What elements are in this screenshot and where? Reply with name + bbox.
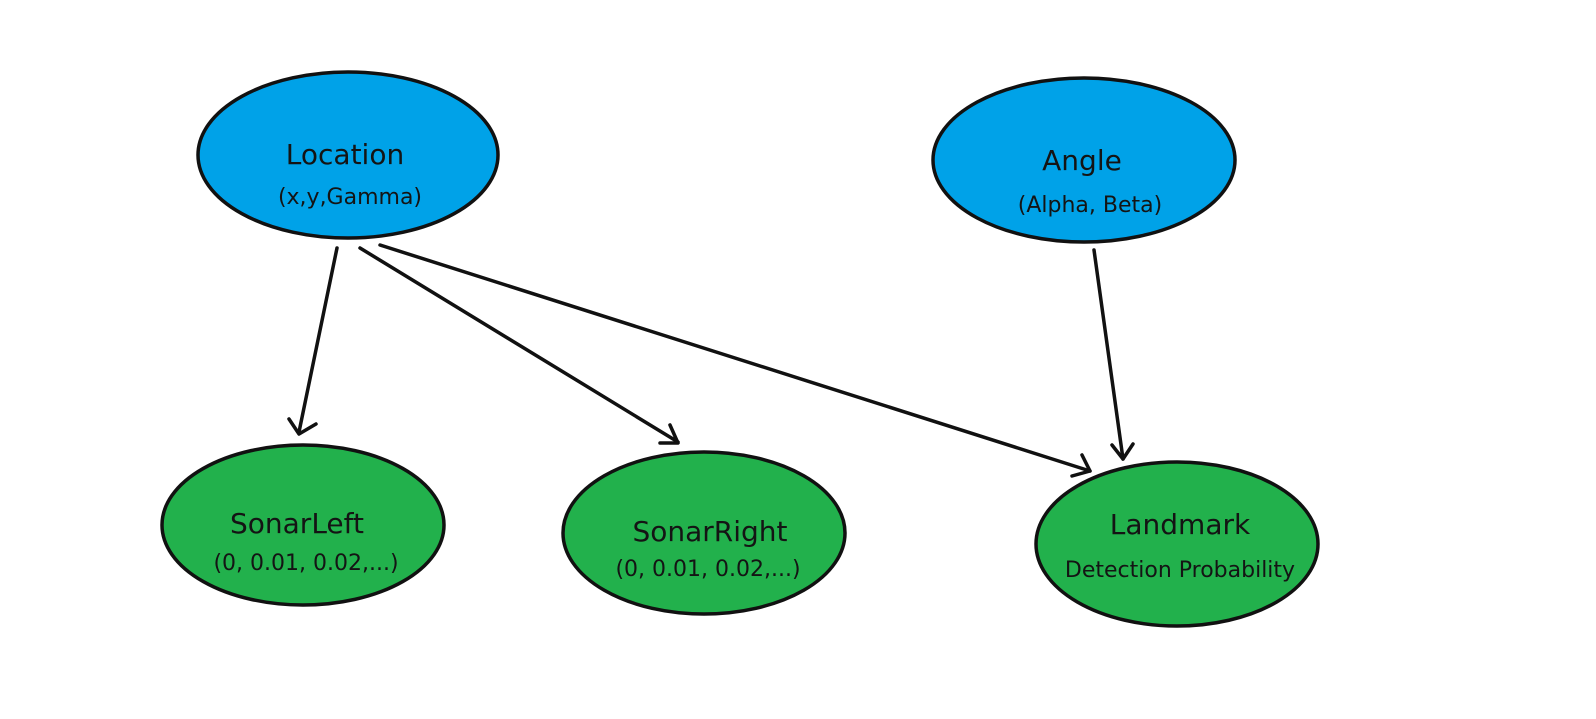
- node-landmark: Landmark Detection Probability: [1034, 460, 1320, 628]
- sonarleft-ellipse: [160, 443, 446, 607]
- edge-location-to-landmark: [378, 243, 1092, 478]
- sonarleft-subtitle: (0, 0.01, 0.02,...): [213, 551, 398, 576]
- arrowhead-icon: [1070, 453, 1092, 478]
- location-ellipse: [196, 70, 500, 240]
- angle-ellipse: [931, 76, 1237, 244]
- landmark-subtitle: Detection Probability: [1065, 558, 1295, 583]
- sonarright-subtitle: (0, 0.01, 0.02,...): [615, 557, 800, 582]
- node-sonarright: SonarRight (0, 0.01, 0.02,...): [561, 450, 847, 616]
- angle-title: Angle: [1042, 144, 1122, 177]
- angle-subtitle: (Alpha, Beta): [1018, 193, 1162, 218]
- edge-angle-to-landmark: [1092, 248, 1135, 461]
- arrowhead-icon: [658, 423, 680, 445]
- edge-location-to-sonarleft: [287, 246, 339, 436]
- sonarright-title: SonarRight: [632, 515, 787, 548]
- location-subtitle: (x,y,Gamma): [278, 185, 422, 210]
- node-sonarleft: SonarLeft (0, 0.01, 0.02,...): [160, 443, 446, 607]
- sonarleft-title: SonarLeft: [230, 507, 364, 540]
- location-title: Location: [286, 138, 404, 171]
- node-angle: Angle (Alpha, Beta): [931, 76, 1237, 244]
- node-location: Location (x,y,Gamma): [196, 70, 500, 240]
- landmark-title: Landmark: [1110, 508, 1251, 541]
- edges: [287, 243, 1135, 478]
- landmark-ellipse: [1034, 460, 1320, 628]
- arrowhead-icon: [1110, 442, 1135, 461]
- edge-location-to-sonarright: [358, 246, 680, 445]
- sonarright-ellipse: [561, 450, 847, 616]
- arrowhead-icon: [287, 417, 318, 436]
